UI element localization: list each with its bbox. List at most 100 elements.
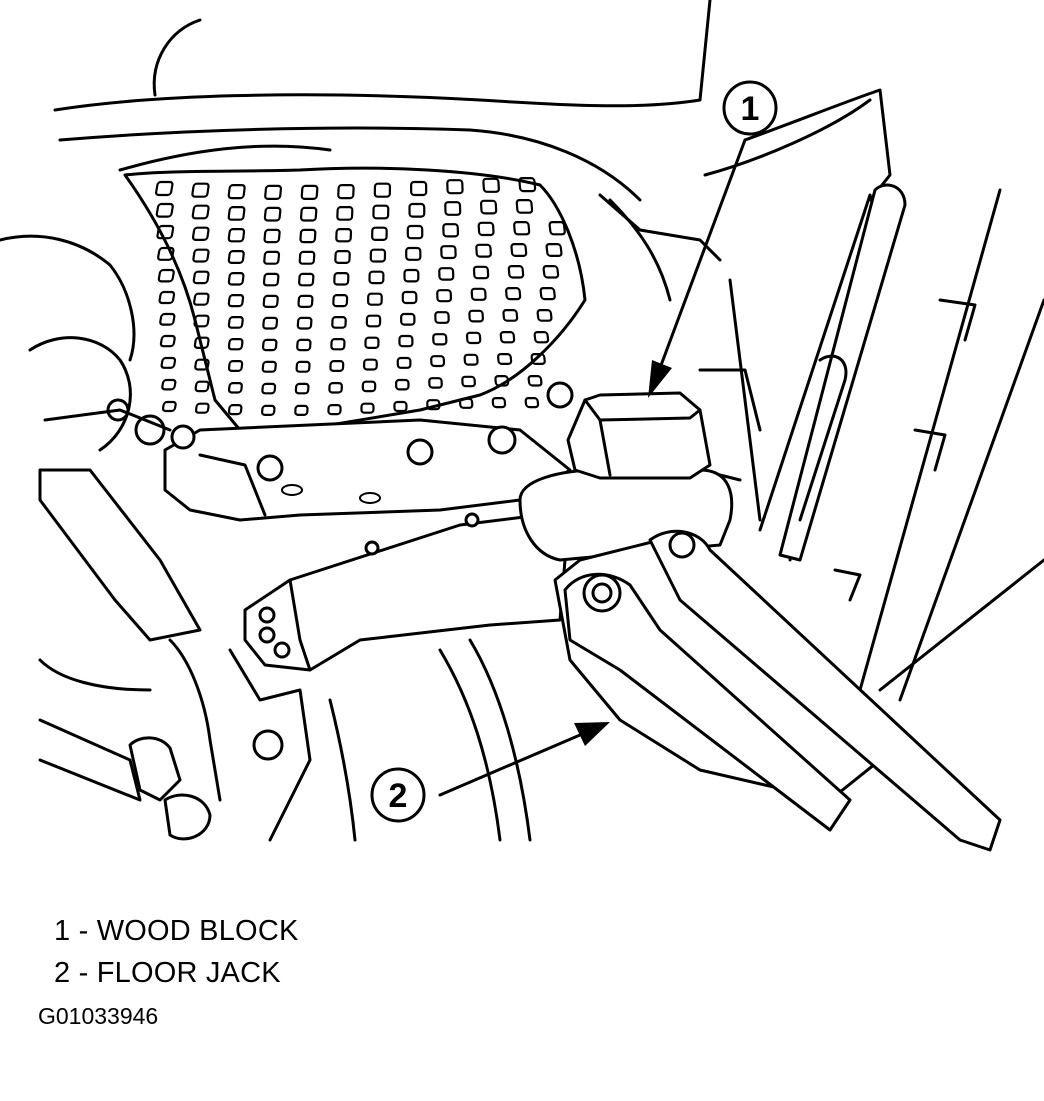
shield-hole	[438, 267, 455, 281]
shield-hole	[365, 314, 382, 328]
shield-hole	[227, 316, 244, 329]
shield-hole	[161, 400, 177, 413]
shield-hole	[261, 404, 276, 416]
shield-hole	[227, 294, 245, 308]
shield-hole	[491, 397, 507, 409]
shield-hole	[336, 206, 354, 221]
shield-hole	[530, 353, 546, 366]
shield-hole	[408, 202, 426, 218]
shield-hole	[461, 375, 476, 388]
legend: 1 - WOOD BLOCK 2 - FLOOR JACK	[54, 910, 299, 994]
shield-hole	[227, 272, 245, 286]
shield-hole	[300, 184, 319, 200]
shield-hole	[398, 334, 414, 348]
shield-hole	[524, 397, 540, 409]
shield-hole	[161, 378, 177, 391]
shield-hole	[298, 272, 315, 287]
brake-disc	[328, 638, 532, 842]
shield-hole	[332, 294, 349, 308]
shield-hole	[542, 265, 560, 279]
shield-hole	[262, 294, 279, 308]
shield-hole	[505, 287, 522, 301]
shield-hole	[401, 290, 418, 305]
shield-hole	[472, 265, 490, 280]
shield-hole	[296, 338, 312, 352]
shield-hole	[468, 309, 484, 323]
shield-hole	[335, 228, 353, 243]
shield-hole	[539, 287, 556, 301]
shield-hole	[157, 246, 175, 261]
shield-hole	[395, 378, 410, 391]
shield-hole	[507, 265, 525, 279]
shield-hole	[334, 250, 351, 265]
shield-hole	[510, 243, 528, 258]
shield-hole	[403, 268, 420, 283]
shield-hole	[299, 228, 317, 244]
shield-hole	[545, 243, 563, 258]
shield-hole	[333, 272, 350, 286]
shield-hole	[227, 382, 243, 394]
legend-item-wood-block: 1 - WOOD BLOCK	[54, 915, 299, 947]
callout-1-number: 1	[741, 90, 760, 128]
shield-hole	[227, 228, 246, 243]
shield-hole	[296, 316, 313, 330]
shield-hole	[371, 226, 388, 241]
legend-item-floor-jack: 2 - FLOOR JACK	[54, 957, 281, 989]
shield-hole	[497, 353, 513, 366]
shield-hole	[434, 311, 450, 324]
shield-hole	[262, 272, 280, 287]
shield-hole	[406, 224, 424, 240]
shield-hole	[482, 177, 500, 193]
shield-hole	[475, 243, 492, 258]
shield-hole	[330, 338, 346, 351]
shield-hole	[295, 360, 311, 373]
shield-hole	[194, 402, 210, 414]
shield-hole	[400, 312, 416, 326]
shield-hole	[227, 184, 246, 200]
shield-hole	[263, 206, 282, 222]
shield-hole	[337, 184, 355, 200]
shield-hole	[264, 184, 283, 200]
shield-hole	[369, 248, 387, 263]
shield-hole	[191, 182, 210, 198]
heat-shield	[123, 166, 587, 432]
shield-hole	[440, 245, 457, 260]
shield-hole	[548, 221, 566, 236]
shield-hole	[463, 353, 479, 366]
shield-hole	[263, 250, 281, 265]
shield-hole	[331, 316, 347, 329]
shield-hole	[227, 206, 246, 221]
shield-hole	[396, 356, 412, 369]
figure-id: G01033946	[38, 1003, 159, 1029]
shield-hole	[193, 292, 210, 306]
floor-jack	[518, 468, 1002, 852]
shield-hole	[458, 397, 474, 409]
shield-hole	[405, 246, 422, 261]
shield-hole	[367, 292, 383, 306]
shield-hole	[261, 338, 278, 352]
shield-hole	[426, 399, 441, 411]
engine-housing	[53, 0, 722, 302]
shield-hole	[410, 180, 428, 197]
shield-hole	[363, 358, 378, 371]
shield-hole	[191, 226, 210, 241]
crossmember	[243, 512, 567, 672]
shield-hole	[364, 336, 380, 350]
shield-hole	[436, 289, 453, 303]
shield-hole	[294, 382, 310, 395]
shield-hole	[227, 338, 244, 351]
shield-hole	[192, 248, 210, 263]
shield-hole	[361, 380, 377, 393]
shield-hole	[533, 331, 550, 344]
shield-hole	[227, 360, 244, 373]
shield-hole	[227, 404, 243, 416]
shield-hole	[193, 314, 210, 328]
shield-hole	[527, 375, 543, 387]
shield-hole	[262, 316, 279, 330]
shield-hole	[536, 309, 553, 322]
shield-hole	[479, 199, 498, 215]
shield-hole	[515, 199, 534, 214]
shield-hole	[156, 224, 175, 240]
shield-hole	[372, 204, 390, 220]
shield-hole	[327, 404, 342, 416]
